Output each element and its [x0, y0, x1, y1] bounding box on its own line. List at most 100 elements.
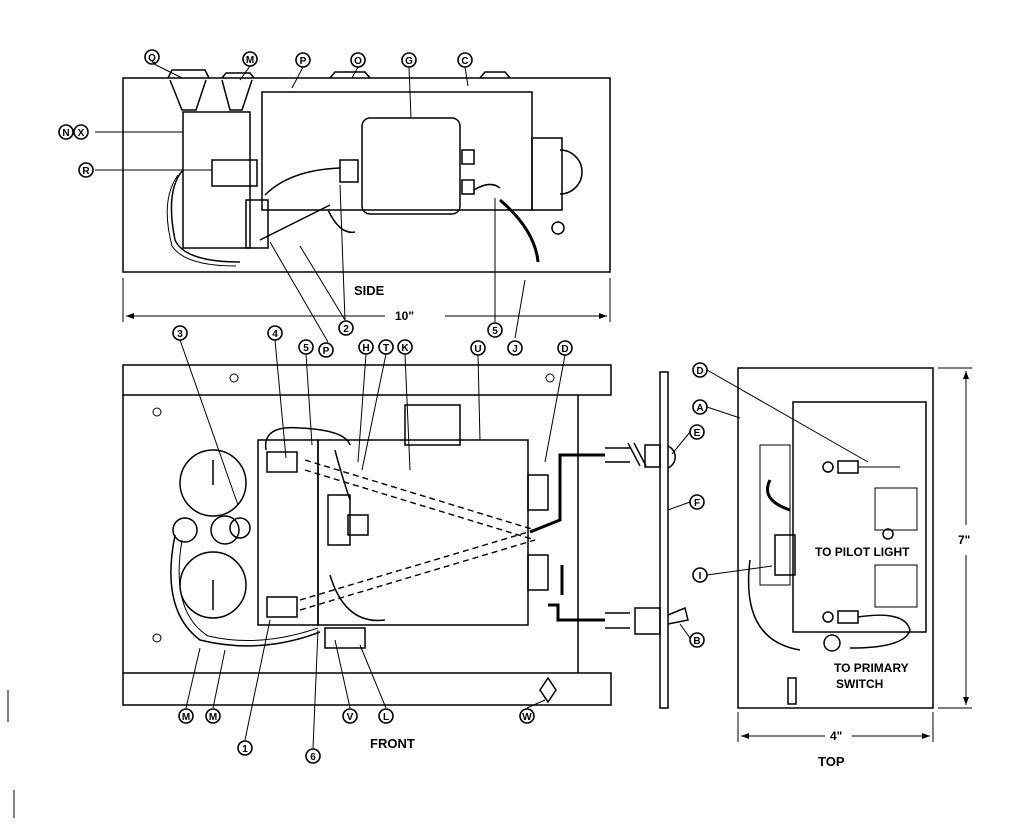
side-knob: [551, 221, 565, 235]
side-dim-arrow-right: [599, 313, 607, 319]
svg-text:3: 3: [177, 329, 183, 340]
front-hole-3: [152, 407, 162, 417]
top-dim-arrow-right: [922, 733, 930, 739]
view-label-side: SIDE: [354, 283, 385, 298]
switch-body: [634, 607, 661, 635]
leader-m-1: [185, 647, 201, 709]
callout-e: E: [689, 424, 705, 440]
top-pilot-connector: [822, 461, 834, 473]
top-wire-bundle: [766, 479, 791, 512]
svg-text:J: J: [512, 344, 518, 355]
callout-n: N: [58, 124, 74, 140]
svg-text:N: N: [62, 128, 69, 139]
leader-m-2: [212, 649, 226, 709]
leader-1: [244, 619, 271, 741]
leader-m-side: [239, 65, 251, 81]
wire-relay-feed: [334, 449, 351, 501]
rectifier-center: [210, 515, 240, 545]
harness-outer: [170, 534, 321, 647]
side-plate-edge: [259, 204, 331, 241]
leader-v: [334, 639, 351, 709]
callout-m-2: M: [205, 708, 221, 724]
side-wire-bundle-2: [166, 174, 237, 267]
top-relay: [774, 534, 796, 576]
front-hole-4: [152, 633, 162, 643]
harness-inner: [178, 539, 319, 641]
dim-height-7: 7": [958, 533, 970, 547]
top-transformer: [759, 444, 791, 586]
leader-e: [671, 431, 691, 455]
top-relay-terminal: [882, 528, 894, 540]
callout-2: 2: [338, 320, 354, 336]
side-coil-housing: [361, 117, 461, 215]
view-label-front: FRONT: [370, 736, 415, 751]
note-primary-switch-2: SWITCH: [836, 677, 883, 691]
callout-m-side: M: [242, 51, 258, 67]
coil-tab-upper: [527, 474, 549, 511]
callout-w: W: [519, 708, 535, 724]
panel-plate: [659, 371, 669, 709]
callout-t: T: [378, 339, 394, 355]
callout-x: X: [73, 124, 89, 140]
leader-i: [706, 565, 773, 576]
callout-c: C: [457, 52, 473, 68]
leader-p-mid: [269, 241, 329, 343]
top-board: [792, 401, 927, 633]
cable-to-switch: [548, 603, 605, 622]
coil-body: [317, 439, 529, 626]
leader-l: [359, 644, 387, 709]
callout-u: U: [470, 340, 486, 356]
svg-text:R: R: [82, 166, 90, 177]
leader-c: [464, 66, 469, 87]
cable-to-pilot: [529, 453, 605, 534]
leader-k: [404, 353, 411, 471]
callout-j: J: [507, 340, 523, 356]
relay-contact: [347, 514, 369, 536]
front-hole-2: [545, 373, 555, 383]
callout-d-front: D: [557, 340, 573, 356]
side-right-bracket: [531, 137, 563, 211]
pilot-lamp-dome: [667, 445, 676, 469]
wire-relay-return: [329, 574, 386, 622]
svg-text:I: I: [699, 571, 702, 582]
side-fitting-2: [461, 149, 475, 165]
leader-5-front: [305, 353, 313, 446]
side-fitting-3: [461, 179, 475, 195]
dashed-wire-1: [304, 459, 536, 531]
capacitor-upper: [179, 449, 247, 517]
callout-f: F: [689, 494, 705, 510]
top-dim-arrow-left: [741, 733, 749, 739]
front-bottom-rail: [122, 672, 612, 706]
callout-h: H: [358, 339, 374, 355]
svg-text:5: 5: [492, 326, 498, 337]
leader-f: [667, 501, 691, 511]
side-dim-arrow-left: [126, 313, 134, 319]
top-dim-arrow-bottom: [963, 697, 969, 705]
svg-text:W: W: [522, 712, 532, 723]
dashed-wire-3: [299, 539, 536, 611]
side-bracket: [245, 199, 269, 249]
svg-text:H: H: [362, 343, 369, 354]
callout-k: K: [397, 339, 413, 355]
side-transformer-block: [182, 111, 251, 249]
side-chassis: [122, 77, 611, 273]
svg-text:M: M: [182, 712, 190, 723]
side-cap-m: [221, 72, 255, 79]
leader-d-top: [706, 369, 869, 463]
pilot-socket: [644, 444, 661, 468]
coil-tab-lower: [527, 554, 549, 591]
callout-i: I: [692, 567, 708, 583]
side-cap-c: [479, 71, 511, 79]
terminal-upper: [266, 451, 298, 473]
dashed-wire-4: [299, 529, 536, 601]
svg-text:M: M: [246, 55, 254, 66]
top-view: TO PILOT LIGHT TO PRIMARY SWITCH 4" 7" T…: [706, 367, 972, 769]
leader-g: [408, 66, 412, 119]
svg-text:D: D: [561, 344, 568, 355]
note-pilot-light: TO PILOT LIGHT: [815, 545, 910, 559]
side-wire-bundle: [170, 169, 241, 263]
svg-text:2: 2: [343, 324, 349, 335]
leader-p-side: [291, 66, 304, 89]
side-wire-3: [327, 209, 356, 234]
top-switch-connector: [822, 611, 834, 623]
